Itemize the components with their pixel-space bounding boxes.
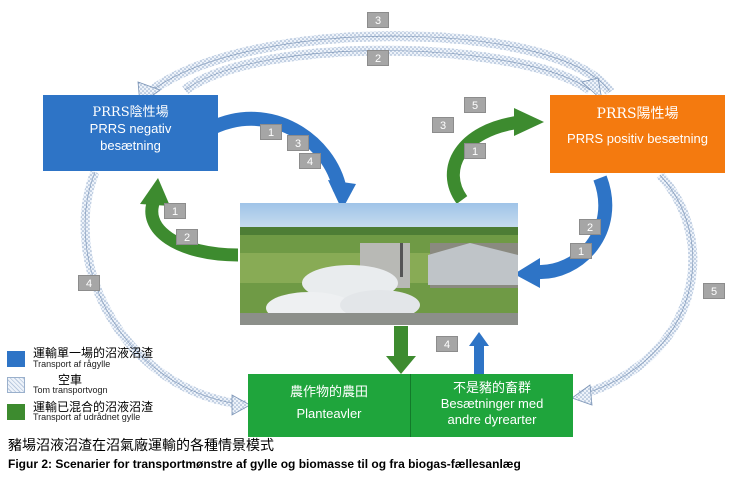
positive-farm-da: PRRS positiv besætning — [567, 131, 708, 146]
badge-top-2: 2 — [367, 50, 389, 66]
badge-neg-1: 1 — [260, 124, 282, 140]
plant-grower-da: Planteavler — [296, 406, 362, 421]
empty-arrow-far-left-head — [231, 394, 251, 416]
empty-arrow-top-outer-outline — [149, 35, 611, 93]
green-arrow-down-shaft — [394, 326, 408, 358]
badge-center-4: 4 — [436, 336, 458, 352]
badge-neg-4: 4 — [299, 153, 321, 169]
badge-pos-3: 3 — [432, 117, 454, 133]
green-arrow-plant-to-neg — [145, 195, 239, 262]
legend-green-zh: 運輸已混合的沼液沼渣 — [33, 400, 154, 414]
badge-pos-1: 1 — [464, 143, 486, 159]
plant-grower-box: 農作物的農田 Planteavler — [248, 374, 410, 437]
empty-arrow-far-right-head — [571, 384, 593, 406]
legend-swatch-green — [7, 404, 25, 420]
caption-da: Figur 2: Scenarier for transportmønstre … — [8, 457, 521, 471]
badge-pos-5: 5 — [464, 97, 486, 113]
green-arrow-plant-to-pos-head — [514, 108, 544, 136]
blue-arrow-up-shaft — [474, 344, 484, 374]
badge-far-left-4: 4 — [78, 275, 100, 291]
badge-right-2: 2 — [579, 219, 601, 235]
legend-green-da: Transport af udrådnet gylle — [33, 412, 141, 422]
empty-arrow-far-right — [578, 171, 698, 400]
blue-arrow-pos-to-plant-head — [514, 258, 540, 288]
green-arrow-down-head — [386, 356, 416, 374]
plant-grower-zh: 農作物的農田 — [289, 385, 368, 400]
badge-neg-3: 3 — [287, 135, 309, 151]
green-arrow-plant-to-pos — [446, 115, 522, 204]
negative-farm-da: PRRS negativ besætning — [89, 121, 172, 153]
other-herds-box: 不是豬的畜群 Besætninger med andre dyrearter — [410, 374, 573, 437]
legend-empty-da: Tom transportvogn — [33, 385, 108, 395]
empty-arrow-top-inner-head — [581, 77, 603, 102]
badge-left-2: 2 — [176, 229, 198, 245]
legend-swatch-empty — [7, 377, 25, 393]
prrs-positive-farm-box: PRRS陽性場 PRRS positiv besætning — [550, 95, 725, 173]
other-herds-zh: 不是豬的畜群 — [452, 381, 531, 396]
green-arrow-plant-to-neg-head — [140, 178, 170, 206]
biogas-plant-photo — [240, 203, 518, 325]
legend-empty-zh: 空車 — [58, 373, 83, 387]
other-herds-da: Besætninger med andre dyrearter — [440, 396, 544, 427]
prrs-negative-farm-box: PRRS陰性場 PRRS negativ besætning — [43, 95, 218, 171]
badge-far-right-5: 5 — [703, 283, 725, 299]
caption-zh: 豬場沼液沼渣在沼氣廠運輸的各種情景模式 — [8, 438, 274, 454]
badge-top-3: 3 — [367, 12, 389, 28]
negative-farm-zh: PRRS陰性場 — [92, 105, 169, 120]
blue-arrow-neg-to-plant-head — [328, 180, 356, 210]
legend-blue-da: Transport af rågylle — [33, 359, 111, 369]
badge-left-1: 1 — [164, 203, 186, 219]
badge-right-1: 1 — [570, 243, 592, 259]
blue-arrow-up-head — [469, 332, 489, 346]
legend-blue-zh: 運輸單一場的沼液沼渣 — [33, 346, 154, 360]
legend-swatch-blue — [7, 351, 25, 367]
blue-arrow-neg-to-plant — [208, 111, 347, 192]
positive-farm-zh: PRRS陽性場 — [596, 106, 679, 122]
